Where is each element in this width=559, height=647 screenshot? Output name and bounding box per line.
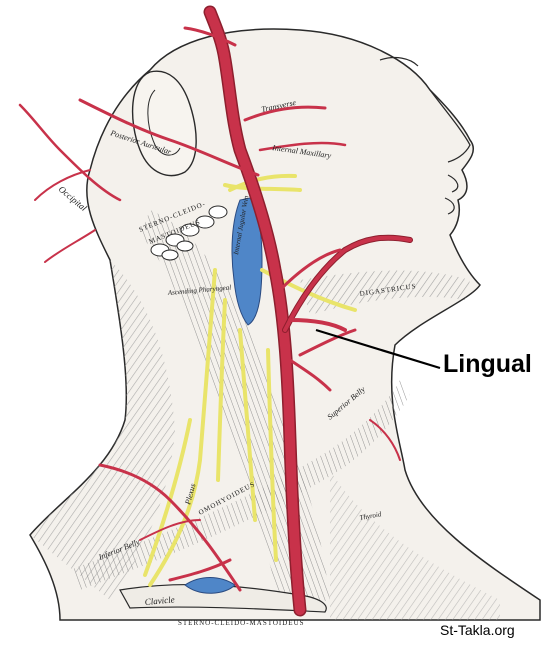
site-credit: St-Takla.org [440,622,515,638]
label-clavicle: Clavicle [144,594,175,607]
sternocleidomastoid-hatch [140,210,330,610]
lips [444,174,459,215]
label-sterno-cleido-lower: STERNO-CLEIDO-MASTOIDEUS [178,619,305,627]
carotid-arteries [18,5,413,617]
mastoid-bone [150,205,228,261]
trapezius-hatch [30,260,175,600]
label-occipital: Occipital [57,184,89,214]
nose [429,89,471,163]
ear-inner [147,89,181,156]
lower-neck-hatch [330,470,500,620]
label-thyroid: Thyroid [359,510,382,522]
lingual-callout-label: Lingual [443,350,532,378]
lingual-leader-line [315,328,441,370]
digastric-hatch [300,270,470,315]
omohyoid-hatch [70,380,410,590]
eye [379,56,419,67]
ear [131,70,197,177]
